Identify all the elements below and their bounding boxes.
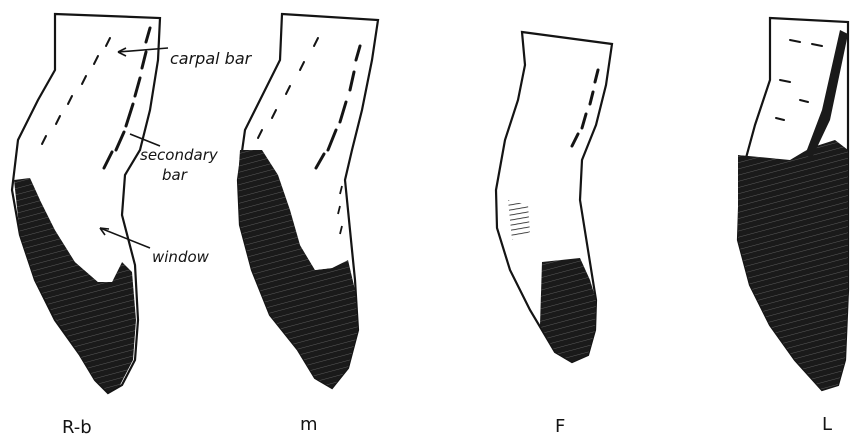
- carpal-bar-label: carpal bar: [170, 49, 253, 68]
- feather-panel-l: L: [738, 18, 848, 435]
- feather-panel-f: F: [496, 32, 612, 437]
- dark-tip-pattern: [738, 140, 848, 390]
- caption-m: m: [300, 414, 318, 435]
- secondary-bar-label-line2: bar: [162, 166, 188, 184]
- secondary-bar-label-line1: secondary: [140, 146, 219, 164]
- feather-panel-m: m: [238, 14, 378, 435]
- window-label: window: [152, 248, 210, 266]
- caption-f: F: [555, 416, 565, 437]
- feather-panel-r-b: carpal bar secondary bar window R-b: [12, 14, 253, 438]
- caption-l: L: [822, 414, 832, 435]
- caption-r-b: R-b: [62, 417, 92, 438]
